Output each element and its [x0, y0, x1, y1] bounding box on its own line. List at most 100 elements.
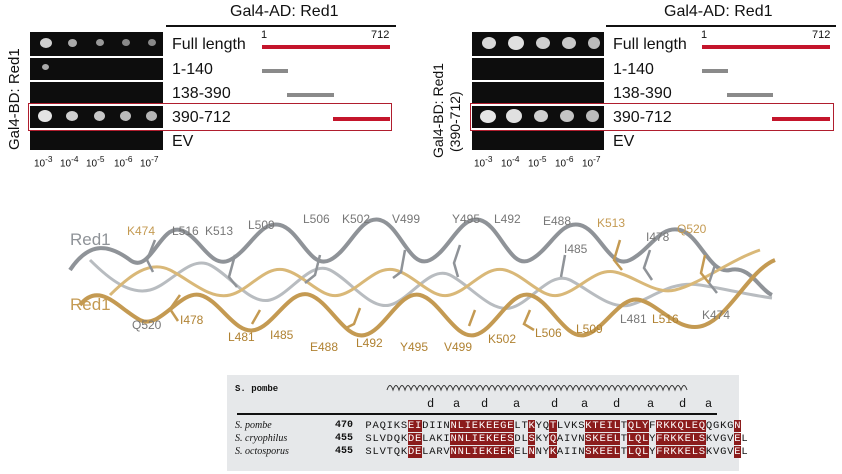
residue: L — [641, 446, 649, 458]
heptad-letter: d — [679, 397, 687, 411]
residue: E — [492, 433, 500, 445]
spot — [534, 110, 548, 122]
spot — [148, 39, 156, 46]
residue: S — [698, 446, 706, 458]
left-strip-2 — [30, 58, 163, 80]
residue: D — [422, 420, 429, 432]
right-row-full: Full length — [613, 36, 687, 53]
residue: V — [712, 446, 720, 458]
right-dilution-2: 10-4 — [501, 154, 520, 170]
spot — [536, 37, 550, 49]
residue: E — [492, 420, 500, 432]
res-label: V499 — [444, 340, 473, 354]
residue: N — [578, 433, 585, 445]
residue: T — [549, 420, 557, 432]
spot — [66, 111, 78, 121]
residue: G — [720, 446, 727, 458]
right-row-ev: EV — [613, 133, 635, 150]
left-y2h-panel: Gal4-AD: Red1 Gal4-BD: Red1 Full length … — [0, 0, 420, 175]
residue: L — [457, 420, 465, 432]
res-label: K474 — [127, 224, 156, 238]
right-bar-full — [702, 45, 830, 49]
spot — [96, 39, 104, 46]
residue: T — [386, 446, 393, 458]
right-strip-2 — [472, 58, 604, 80]
residue: L — [684, 420, 692, 432]
residue: E — [684, 446, 692, 458]
right-highlight-box — [470, 103, 834, 131]
left-ruler-start: 1 — [261, 29, 268, 41]
res-label: K502 — [342, 212, 371, 226]
left-row-1-140: 1-140 — [172, 61, 213, 78]
residue: R — [662, 433, 671, 445]
res-label: V499 — [392, 212, 421, 226]
res-label: I478 — [646, 230, 670, 244]
res-label: E488 — [310, 340, 339, 354]
residue: K — [571, 420, 578, 432]
residue: V — [727, 446, 734, 458]
residue: S — [365, 433, 372, 445]
left-ruler-end: 712 — [371, 29, 390, 41]
res-label: L506 — [303, 212, 330, 226]
start-position: 470 — [335, 420, 354, 431]
spot — [42, 64, 49, 70]
right-dilution-1: 10-3 — [474, 154, 493, 170]
residue: L — [521, 433, 528, 445]
right-y-label-2: (390-712) — [447, 91, 463, 152]
residue: L — [613, 433, 621, 445]
residue: T — [620, 420, 628, 432]
residue: T — [592, 420, 600, 432]
res-label: L492 — [494, 212, 521, 226]
residue: N — [450, 420, 458, 432]
residue: S — [584, 433, 592, 445]
spot — [508, 36, 524, 50]
residue: N — [733, 420, 741, 432]
spot — [94, 111, 105, 121]
alignment-rule — [237, 413, 717, 415]
residue: T — [620, 433, 628, 445]
spot — [122, 39, 130, 46]
residue: Q — [393, 433, 401, 445]
residue: K — [677, 433, 685, 445]
heptad-letter: a — [453, 397, 461, 411]
coiled-coil-structure: Red1 Red1 K474 L516 K513 L509 L506 K502 … — [60, 200, 780, 370]
left-header-rule — [166, 25, 396, 27]
species-name: S. octosporus — [235, 446, 289, 457]
residue: Q — [634, 433, 642, 445]
residue: R — [655, 420, 663, 432]
residue: G — [727, 420, 734, 432]
spot — [506, 109, 522, 123]
residue: A — [429, 433, 436, 445]
res-label: K474 — [702, 308, 731, 322]
residue: K — [592, 433, 600, 445]
residue: E — [499, 446, 507, 458]
right-bar-390-712 — [772, 117, 830, 121]
right-strip-5 — [472, 130, 604, 150]
right-dilution-4: 10-6 — [555, 154, 574, 170]
residue: F — [655, 433, 663, 445]
residue: N — [578, 446, 585, 458]
residue: N — [535, 446, 542, 458]
residue: E — [599, 420, 607, 432]
residue: Q — [705, 420, 713, 432]
residue: L — [422, 433, 429, 445]
sequence: PAQIKSEIDIINNLIEKEEGELTKYQTLVKSKTEILTQLY… — [365, 420, 741, 432]
spot — [146, 111, 157, 121]
residue: S — [698, 433, 706, 445]
heptad-letter: a — [705, 397, 713, 411]
species-name: S. cryophilus — [235, 433, 288, 444]
right-header-rule — [606, 25, 836, 27]
residue: K — [670, 433, 678, 445]
heptad-letter: a — [581, 397, 589, 411]
residue: Y — [535, 420, 542, 432]
right-header: Gal4-AD: Red1 — [664, 3, 773, 20]
species-name: S. pombe — [235, 420, 272, 431]
left-dilution-5: 10-7 — [140, 154, 159, 170]
res-label: K513 — [597, 216, 626, 230]
residue: S — [365, 446, 372, 458]
coiled-coil-helices — [68, 217, 776, 338]
right-row-390-712: 390-712 — [613, 109, 672, 126]
residue: D — [407, 446, 415, 458]
res-label: I485 — [270, 328, 294, 342]
res-label: L509 — [576, 322, 603, 336]
